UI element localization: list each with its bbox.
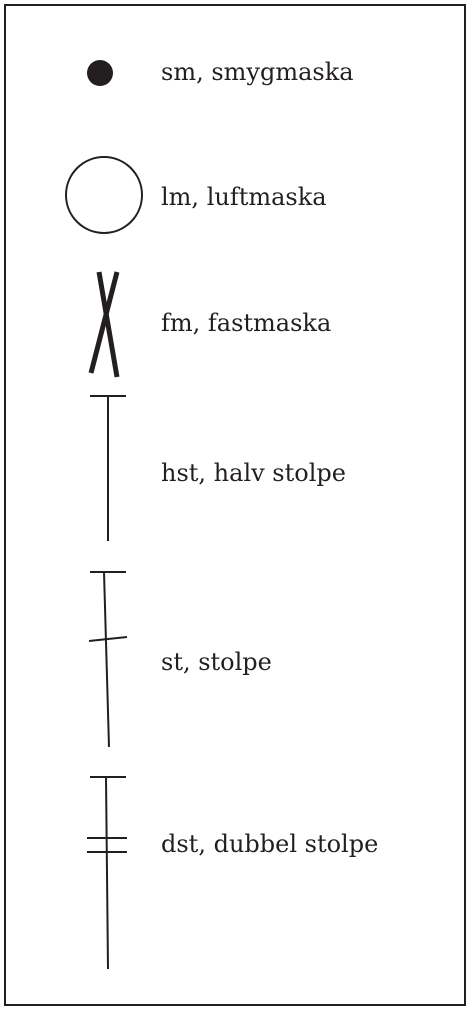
label-dubbel-stolpe: dst, dubbel stolpe xyxy=(161,830,379,858)
label-fastmaska: fm, fastmaska xyxy=(161,309,332,337)
dubbel-stolpe-icon xyxy=(87,776,127,970)
halv-stolpe-icon xyxy=(90,395,126,541)
label-stolpe: st, stolpe xyxy=(161,648,272,676)
legend-frame xyxy=(4,4,466,1006)
label-halv-stolpe: hst, halv stolpe xyxy=(161,459,346,487)
label-luftmaska: lm, luftmaska xyxy=(161,183,327,211)
smygmaska-dot-icon xyxy=(87,60,113,86)
luftmaska-circle-icon xyxy=(65,156,143,234)
stolpe-icon xyxy=(88,571,128,748)
label-smygmaska: sm, smygmaska xyxy=(161,58,354,86)
fastmaska-cross-icon xyxy=(88,271,120,378)
